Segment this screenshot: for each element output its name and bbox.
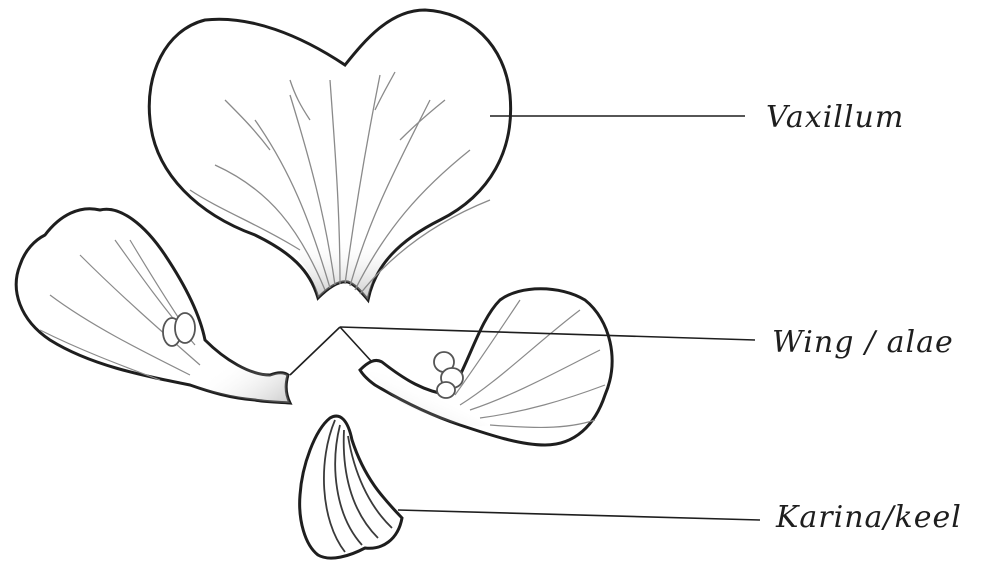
left-wing-petal [16, 209, 290, 403]
label-vexillum: Vaxillum [766, 100, 904, 135]
label-keel: Karina/keel [776, 500, 962, 535]
leader-line-keel [398, 510, 760, 520]
right-wing-petal [360, 289, 612, 445]
label-wing: Wing / alae [772, 325, 954, 360]
leader-line-wing-left [290, 327, 340, 375]
leader-line-wing-right [340, 327, 372, 362]
keel-petal [300, 416, 402, 558]
vexillum-petal [149, 10, 510, 300]
